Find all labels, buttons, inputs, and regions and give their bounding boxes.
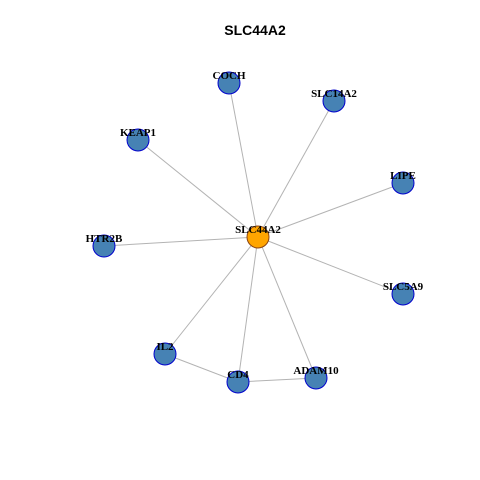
edge-il2-cd4	[164, 353, 239, 383]
node-label-htr2b: HTR2B	[86, 233, 123, 245]
node-slc44a2	[246, 225, 270, 249]
node-keap1	[126, 128, 150, 152]
node-il2	[153, 342, 177, 366]
edge-slc44a2-cd4	[237, 236, 259, 383]
diagram-title: SLC44A2	[224, 22, 286, 38]
edges-layer	[103, 82, 404, 383]
node-label-keap1: KEAP1	[120, 127, 156, 139]
edge-cd4-adam10	[237, 377, 317, 383]
node-slc5a9	[391, 282, 415, 306]
node-slc14a2	[322, 89, 346, 113]
node-coch	[217, 71, 241, 95]
node-label-slc44a2: SLC44A2	[235, 224, 281, 236]
node-label-adam10: ADAM10	[293, 365, 339, 377]
edge-slc44a2-il2	[164, 236, 259, 355]
node-htr2b	[92, 234, 116, 258]
node-label-il2: IL2	[156, 341, 174, 353]
edge-slc44a2-adam10	[257, 236, 317, 379]
edge-slc44a2-lipe	[257, 182, 404, 238]
node-cd4	[226, 370, 250, 394]
edge-slc44a2-keap1	[137, 139, 259, 238]
edge-slc44a2-coch	[228, 82, 259, 238]
node-label-lipe: LIPE	[390, 170, 416, 182]
nodes-layer	[92, 71, 415, 394]
edge-slc44a2-slc14a2	[257, 100, 335, 238]
node-label-cd4: CD4	[227, 369, 249, 381]
node-label-coch: COCH	[213, 70, 246, 82]
node-adam10	[304, 366, 328, 390]
node-label-slc5a9: SLC5A9	[383, 281, 424, 293]
edge-slc44a2-slc5a9	[257, 236, 404, 295]
edge-slc44a2-htr2b	[103, 236, 259, 247]
node-lipe	[391, 171, 415, 195]
node-label-slc14a2: SLC14A2	[311, 88, 357, 100]
